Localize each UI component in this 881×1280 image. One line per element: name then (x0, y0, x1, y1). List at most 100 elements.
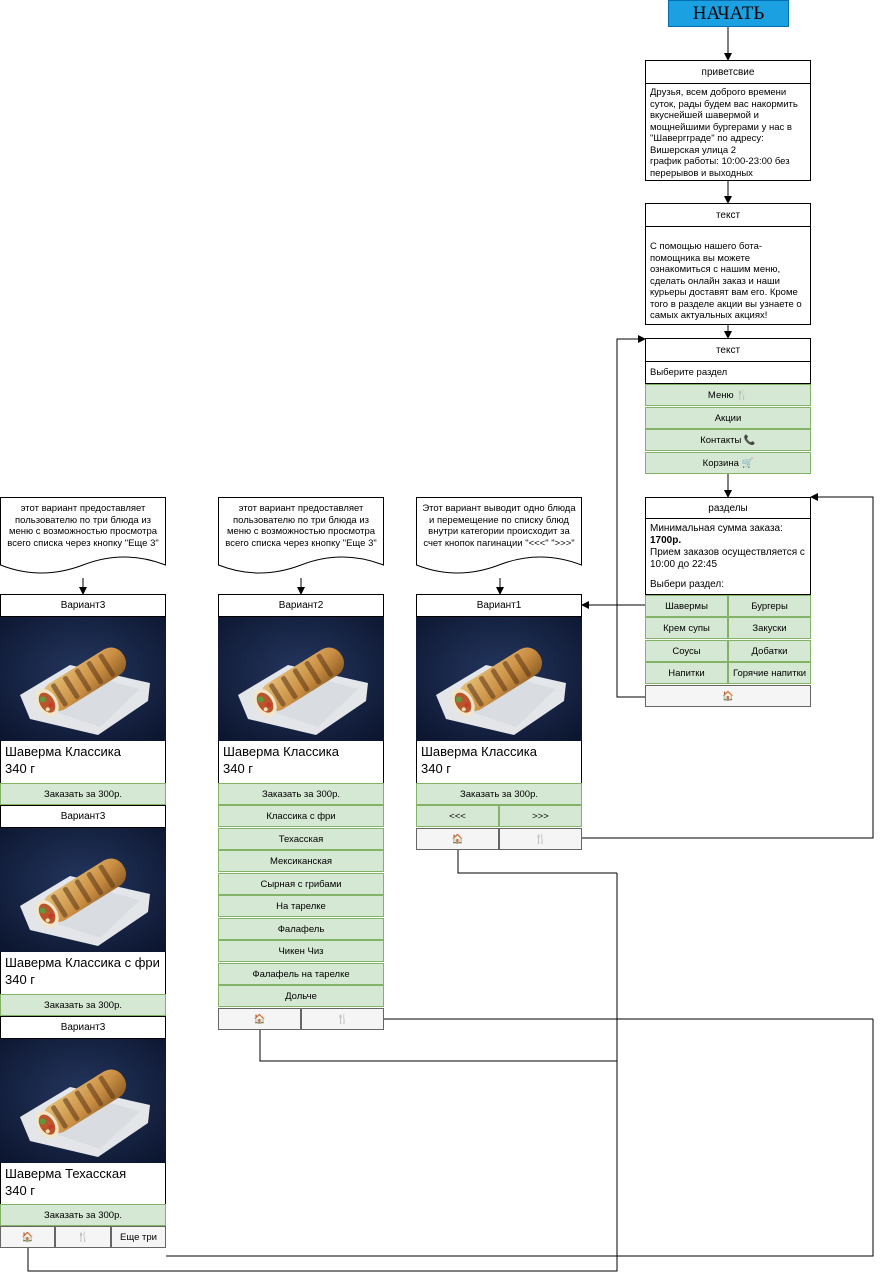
section-shawarma-button[interactable]: Шавермы (645, 595, 728, 617)
dish-list-item[interactable]: Сырная с грибами (218, 873, 384, 895)
note-variant1-text: Этот вариант выводит одно блюда и переме… (422, 503, 576, 549)
variant3-header-label: Вариант3 (60, 811, 106, 822)
order-hours: Прием заказов осуществляется с 10:00 до … (650, 547, 805, 570)
variant2-header: Вариант2 (218, 594, 384, 617)
shawarma-photo (0, 1039, 166, 1163)
dish-list-item[interactable]: На тарелке (218, 895, 384, 917)
section-cream-soups-button[interactable]: Крем супы (645, 617, 728, 639)
variant1-header: Вариант1 (416, 594, 582, 617)
variant1-menu-button[interactable]: 🍴 (499, 828, 582, 850)
order-button[interactable]: Заказать за 300р. (416, 783, 582, 805)
show-more-button[interactable]: Еще три (111, 1226, 166, 1248)
dish-name: Шаверма Классика (223, 744, 339, 759)
prev-page-button[interactable]: <<< (416, 805, 499, 827)
contacts-button-label: Контакты 📞 (700, 434, 756, 446)
section-extras-button[interactable]: Добатки (728, 640, 811, 662)
start-node: НАЧАТЬ (668, 0, 789, 27)
intro-text: С помощью нашего бота-помощника вы может… (645, 226, 811, 325)
prev-page-label: <<< (449, 810, 466, 822)
dish-name: Шаверма Классика (5, 744, 121, 759)
order-button[interactable]: Заказать за 300р. (0, 783, 166, 805)
order-button-label: Заказать за 300р. (44, 999, 122, 1011)
variant2-header-label: Вариант2 (278, 600, 324, 611)
variant3-dish: Шаверма Классика с фри 340 г (0, 952, 166, 994)
min-order-label: Минимальная сумма заказа: (650, 523, 783, 534)
main-menu-prompt: Выберите раздел (645, 361, 811, 384)
variant2-menu-button[interactable]: 🍴 (301, 1008, 384, 1030)
order-button[interactable]: Заказать за 300р. (0, 1204, 166, 1226)
dish-list-item[interactable]: Техасская (218, 828, 384, 850)
dish-list-label: Мексиканская (269, 855, 333, 867)
dish-list-item[interactable]: Мексиканская (218, 850, 384, 872)
section-label: Крем супы (663, 622, 710, 634)
variant3-header: Вариант3 (0, 1016, 166, 1039)
section-snacks-button[interactable]: Закуски (728, 617, 811, 639)
shawarma-photo (0, 617, 166, 741)
dish-list-item[interactable]: Классика с фри (218, 805, 384, 827)
section-label: Бургеры (751, 600, 788, 612)
order-button-label: Заказать за 300р. (44, 1209, 122, 1221)
variant1-dish: Шаверма Классика 340 г (416, 741, 582, 783)
variant1-header-label: Вариант1 (476, 600, 522, 611)
note-variant2: этот вариант предоставляет пользователю … (218, 497, 384, 578)
variant3-header: Вариант3 (0, 805, 166, 828)
dish-list-label: Сырная с грибами (260, 878, 342, 890)
home-icon: 🏠 (253, 1013, 266, 1025)
section-drinks-button[interactable]: Напитки (645, 662, 728, 684)
section-burgers-button[interactable]: Бургеры (728, 595, 811, 617)
home-icon: 🏠 (722, 690, 734, 702)
order-button[interactable]: Заказать за 300р. (218, 783, 384, 805)
dish-list-label: Классика с фри (266, 810, 336, 822)
section-label: Добатки (751, 645, 788, 657)
section-sauces-button[interactable]: Соусы (645, 640, 728, 662)
variant3-header-label: Вариант3 (60, 1022, 106, 1033)
variant1-home-button[interactable]: 🏠 (416, 828, 499, 850)
dish-weight: 340 г (5, 1183, 36, 1198)
show-more-label: Еще три (120, 1231, 157, 1243)
promotions-button-label: Акции (714, 412, 742, 424)
variant3-home-button[interactable]: 🏠 (0, 1226, 55, 1248)
home-icon: 🏠 (451, 833, 464, 845)
order-button-label: Заказать за 300р. (262, 788, 340, 800)
variant3-menu-button[interactable]: 🍴 (55, 1226, 111, 1248)
sections-home-button[interactable]: 🏠 (645, 685, 811, 707)
menu-button[interactable]: Меню 🍴 (645, 384, 811, 406)
dish-list-item[interactable]: Чикен Чиз (218, 940, 384, 962)
dish-weight: 340 г (5, 761, 36, 776)
order-button[interactable]: Заказать за 300р. (0, 994, 166, 1016)
next-page-button[interactable]: >>> (499, 805, 582, 827)
variant2-home-button[interactable]: 🏠 (218, 1008, 301, 1030)
dish-list-item[interactable]: Фалафель на тарелке (218, 963, 384, 985)
min-order-value: 1700р. (650, 535, 682, 546)
note-variant3: этот вариант предоставляет пользователю … (0, 497, 166, 578)
home-icon: 🏠 (21, 1231, 34, 1243)
cart-button[interactable]: Корзина 🛒 (645, 452, 811, 474)
section-label: Напитки (668, 667, 705, 679)
dish-list-item[interactable]: Дольче (218, 985, 384, 1007)
sections-header: разделы (645, 497, 811, 519)
section-label: Горячие напитки (732, 667, 807, 679)
cart-button-label: Корзина 🛒 (702, 457, 754, 469)
section-hot-drinks-button[interactable]: Горячие напитки (728, 662, 811, 684)
dish-name: Шаверма Классика (421, 744, 537, 759)
fork-knife-icon: 🍴 (534, 833, 547, 845)
dish-name: Шаверма Классика с фри (5, 955, 160, 970)
variant3-header: Вариант3 (0, 594, 166, 617)
choose-section-label: Выбери раздел: (650, 579, 725, 590)
dish-weight: 340 г (5, 972, 36, 987)
shawarma-photo (416, 617, 582, 741)
main-menu-header-label: текст (715, 344, 741, 356)
dish-list-item[interactable]: Фалафель (218, 918, 384, 940)
sections-text: Минимальная сумма заказа: 1700р. Прием з… (645, 518, 811, 595)
note-variant2-text: этот вариант предоставляет пользователю … (225, 503, 377, 549)
contacts-button[interactable]: Контакты 📞 (645, 429, 811, 451)
dish-list-label: Чикен Чиз (278, 945, 324, 957)
greeting-header: приветсвие (645, 60, 811, 84)
variant2-dish: Шаверма Классика 340 г (218, 741, 384, 783)
dish-weight: 340 г (421, 761, 452, 776)
note-variant1: Этот вариант выводит одно блюда и переме… (416, 497, 582, 578)
dish-list-label: Фалафель на тарелке (252, 968, 350, 980)
promotions-button[interactable]: Акции (645, 407, 811, 429)
section-label: Закуски (752, 622, 787, 634)
section-label: Соусы (672, 645, 701, 657)
